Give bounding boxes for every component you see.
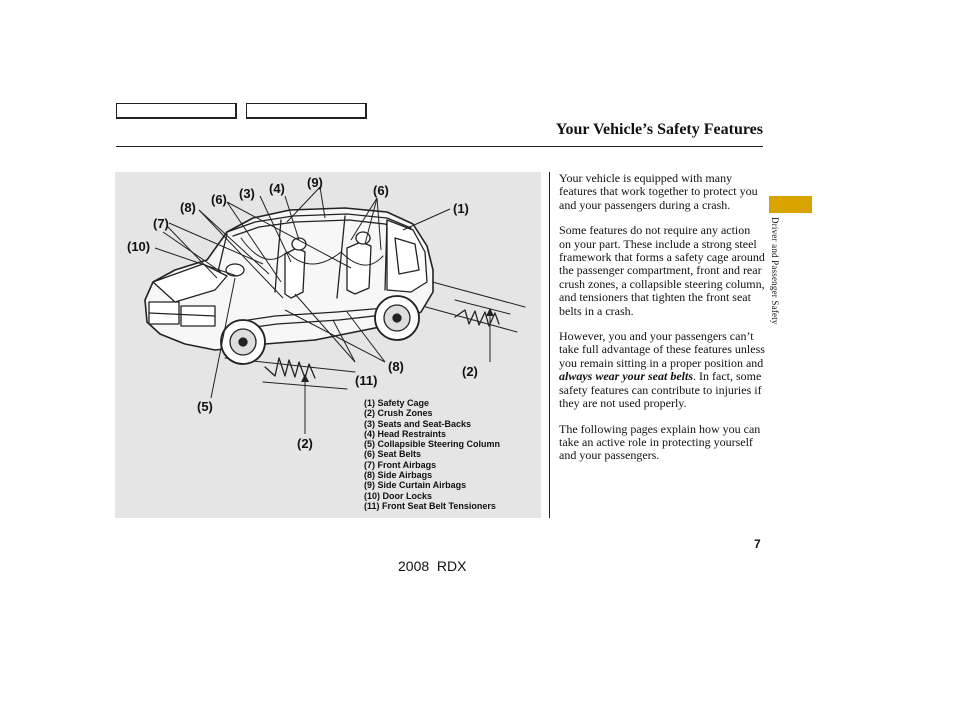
vehicle-illustration [144,186,526,434]
callout-6-left: (6) [211,192,227,207]
legend-item: (5) Collapsible Steering Column [364,439,501,450]
callout-9: (9) [307,175,323,190]
paragraph-proper-use: However, you and your passengers can’t t… [559,329,765,411]
crush-zone-rear-zigzag [454,309,500,327]
safety-features-figure: (9) (4) (3) (6) (6) (1) (8) (7) (10) (8)… [115,172,541,518]
ground-shadow-rear [414,279,526,333]
title-divider [116,146,763,147]
callout-7: (7) [153,216,169,231]
legend-item: (6) Seat Belts [364,449,422,460]
callout-11: (11) [355,373,378,388]
roof-rail [226,213,412,233]
legend-item: (11) Front Seat Belt Tensioners [364,500,496,511]
crush-zone-front-zigzag [264,357,316,379]
hood [152,263,228,303]
legend-item: (2) Crush Zones [364,408,433,419]
door-sill [234,307,386,323]
callout-10: (10) [127,239,151,254]
paragraph-following-pages: The following pages explain how you can … [559,421,761,463]
callout-6-right: (6) [373,183,389,198]
callout-2-front: (2) [297,436,313,451]
legend-item: (4) Head Restraints [364,428,447,439]
legend-item: (10) Door Locks [364,490,433,501]
column-divider [549,172,550,518]
legend-item: (9) Side Curtain Airbags [364,480,467,491]
b-pillar [274,219,282,293]
body-text: Your vehicle is equipped with many featu… [559,171,765,475]
section-tab[interactable] [769,196,812,213]
legend-item: (1) Safety Cage [364,398,430,408]
arrowheads [301,308,494,382]
nav-button-2[interactable] [246,103,367,119]
figure-legend: (1) Safety Cage (2) Crush Zones (3) Seat… [364,398,500,511]
rear-head-restraint [355,231,371,245]
rear-hatch [386,219,428,293]
legend-item: (8) Side Airbags [364,470,433,481]
leader-lines [154,186,491,434]
legend-item: (3) Seats and Seat-Backs [364,418,472,429]
callout-4: (4) [269,181,285,196]
callout-2-rear: (2) [462,364,478,379]
page-title: Your Vehicle’s Safety Features [555,121,763,138]
callout-3: (3) [239,186,255,201]
callout-8-bottom: (8) [388,359,404,374]
nav-button-1[interactable] [116,103,237,119]
steering-wheel [225,263,245,277]
legend-item: (7) Front Airbags [364,459,437,470]
page-number: 7 [754,537,761,551]
callout-8-top: (8) [180,200,196,215]
c-pillar [336,215,346,299]
emphasis-seat-belts: always wear your seat belts [559,369,693,384]
section-label: Driver and Passenger Safety [770,217,780,325]
paragraph-passive-features: Some features do not require any action … [559,223,765,318]
callout-1: (1) [453,201,469,216]
callout-5: (5) [197,399,213,414]
paragraph-intro: Your vehicle is equipped with many featu… [559,171,758,212]
footer-model: 2008 RDX [398,558,467,574]
